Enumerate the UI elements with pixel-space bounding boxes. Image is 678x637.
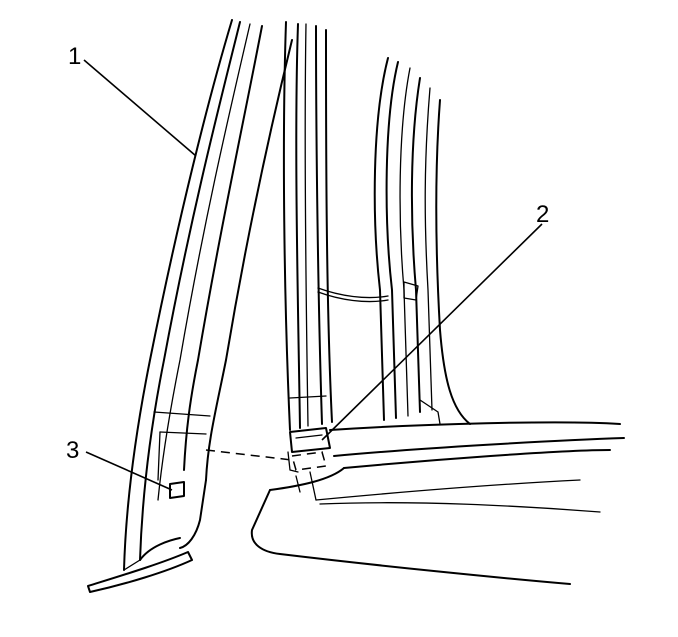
front-pillar-trim <box>87 19 293 593</box>
leader-1 <box>83 59 197 157</box>
center-pillar-panel <box>282 21 389 431</box>
callout-2: 2 <box>536 201 549 228</box>
callout-1: 1 <box>68 43 81 70</box>
door-sill-plate <box>250 421 625 585</box>
callout-3: 3 <box>66 437 79 464</box>
leader-2 <box>321 223 543 441</box>
alignment-line <box>205 449 293 461</box>
retainer-clip <box>287 427 331 473</box>
leader-3 <box>85 451 173 491</box>
rear-door-frame <box>373 57 471 425</box>
